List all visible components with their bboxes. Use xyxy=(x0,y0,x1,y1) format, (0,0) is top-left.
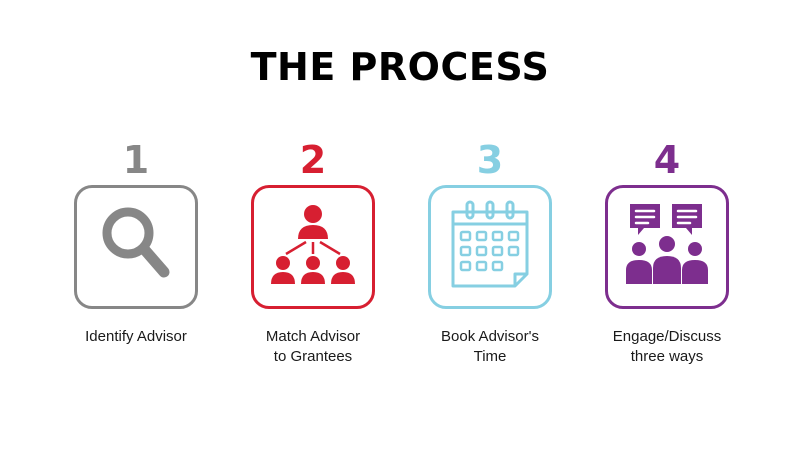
page-title: THE PROCESS xyxy=(250,45,550,89)
group-discussion-icon xyxy=(626,204,708,284)
step-number: 4 xyxy=(653,138,681,182)
org-chart-icon xyxy=(271,205,355,284)
step-label: Engage/Discuss three ways xyxy=(612,328,722,365)
step-icon-box xyxy=(74,185,198,309)
process-step-2: 2 Match Advisor to Grantees xyxy=(238,138,388,367)
calendar-icon xyxy=(451,200,529,288)
step-label: Match Advisor to Grantees xyxy=(265,328,361,365)
step-label: Book Advisor's Time xyxy=(441,328,539,365)
step-label: Identify Advisor xyxy=(85,328,187,345)
magnifying-glass-icon xyxy=(102,207,170,278)
step-icon-box xyxy=(605,185,729,309)
process-step-1: 1 Identify Advisor xyxy=(61,138,211,347)
step-icon-box xyxy=(251,185,375,309)
process-step-4: 4 Engage/Discuss three ways xyxy=(592,138,742,367)
step-number: 1 xyxy=(122,138,150,182)
step-icon-box xyxy=(428,185,552,309)
step-number: 2 xyxy=(299,138,327,182)
step-number: 3 xyxy=(476,138,504,182)
process-step-3: 3 xyxy=(415,138,565,367)
